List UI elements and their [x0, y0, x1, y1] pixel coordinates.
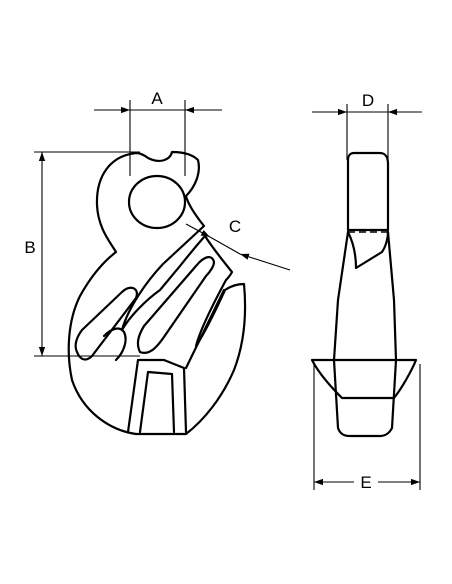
- side-inner-taper: [346, 230, 390, 270]
- hook-throat-line: [102, 327, 127, 362]
- hook-side-view: [310, 151, 418, 438]
- dimension-a: A: [94, 89, 222, 176]
- hook-front-view: [67, 150, 247, 436]
- label-c: C: [229, 217, 241, 236]
- label-d: D: [362, 91, 374, 110]
- side-flange: [310, 358, 418, 400]
- hook-gate-line: [184, 288, 226, 370]
- hook-latch-inner: [138, 370, 176, 434]
- label-b: B: [24, 238, 35, 257]
- hook-left-slot: [74, 286, 138, 361]
- side-body: [332, 230, 398, 438]
- label-a: A: [151, 89, 163, 108]
- dimension-d: D: [312, 91, 422, 160]
- hook-latch: [126, 358, 188, 434]
- label-e: E: [360, 473, 371, 492]
- dimension-b: B: [24, 151, 140, 357]
- dimension-c: C: [185, 217, 291, 271]
- hook-eye-hole: [127, 174, 187, 230]
- dimension-e: E: [313, 364, 421, 492]
- hook-center-slot: [136, 256, 216, 354]
- side-shank: [346, 151, 390, 232]
- hook-body-outline: [67, 150, 247, 436]
